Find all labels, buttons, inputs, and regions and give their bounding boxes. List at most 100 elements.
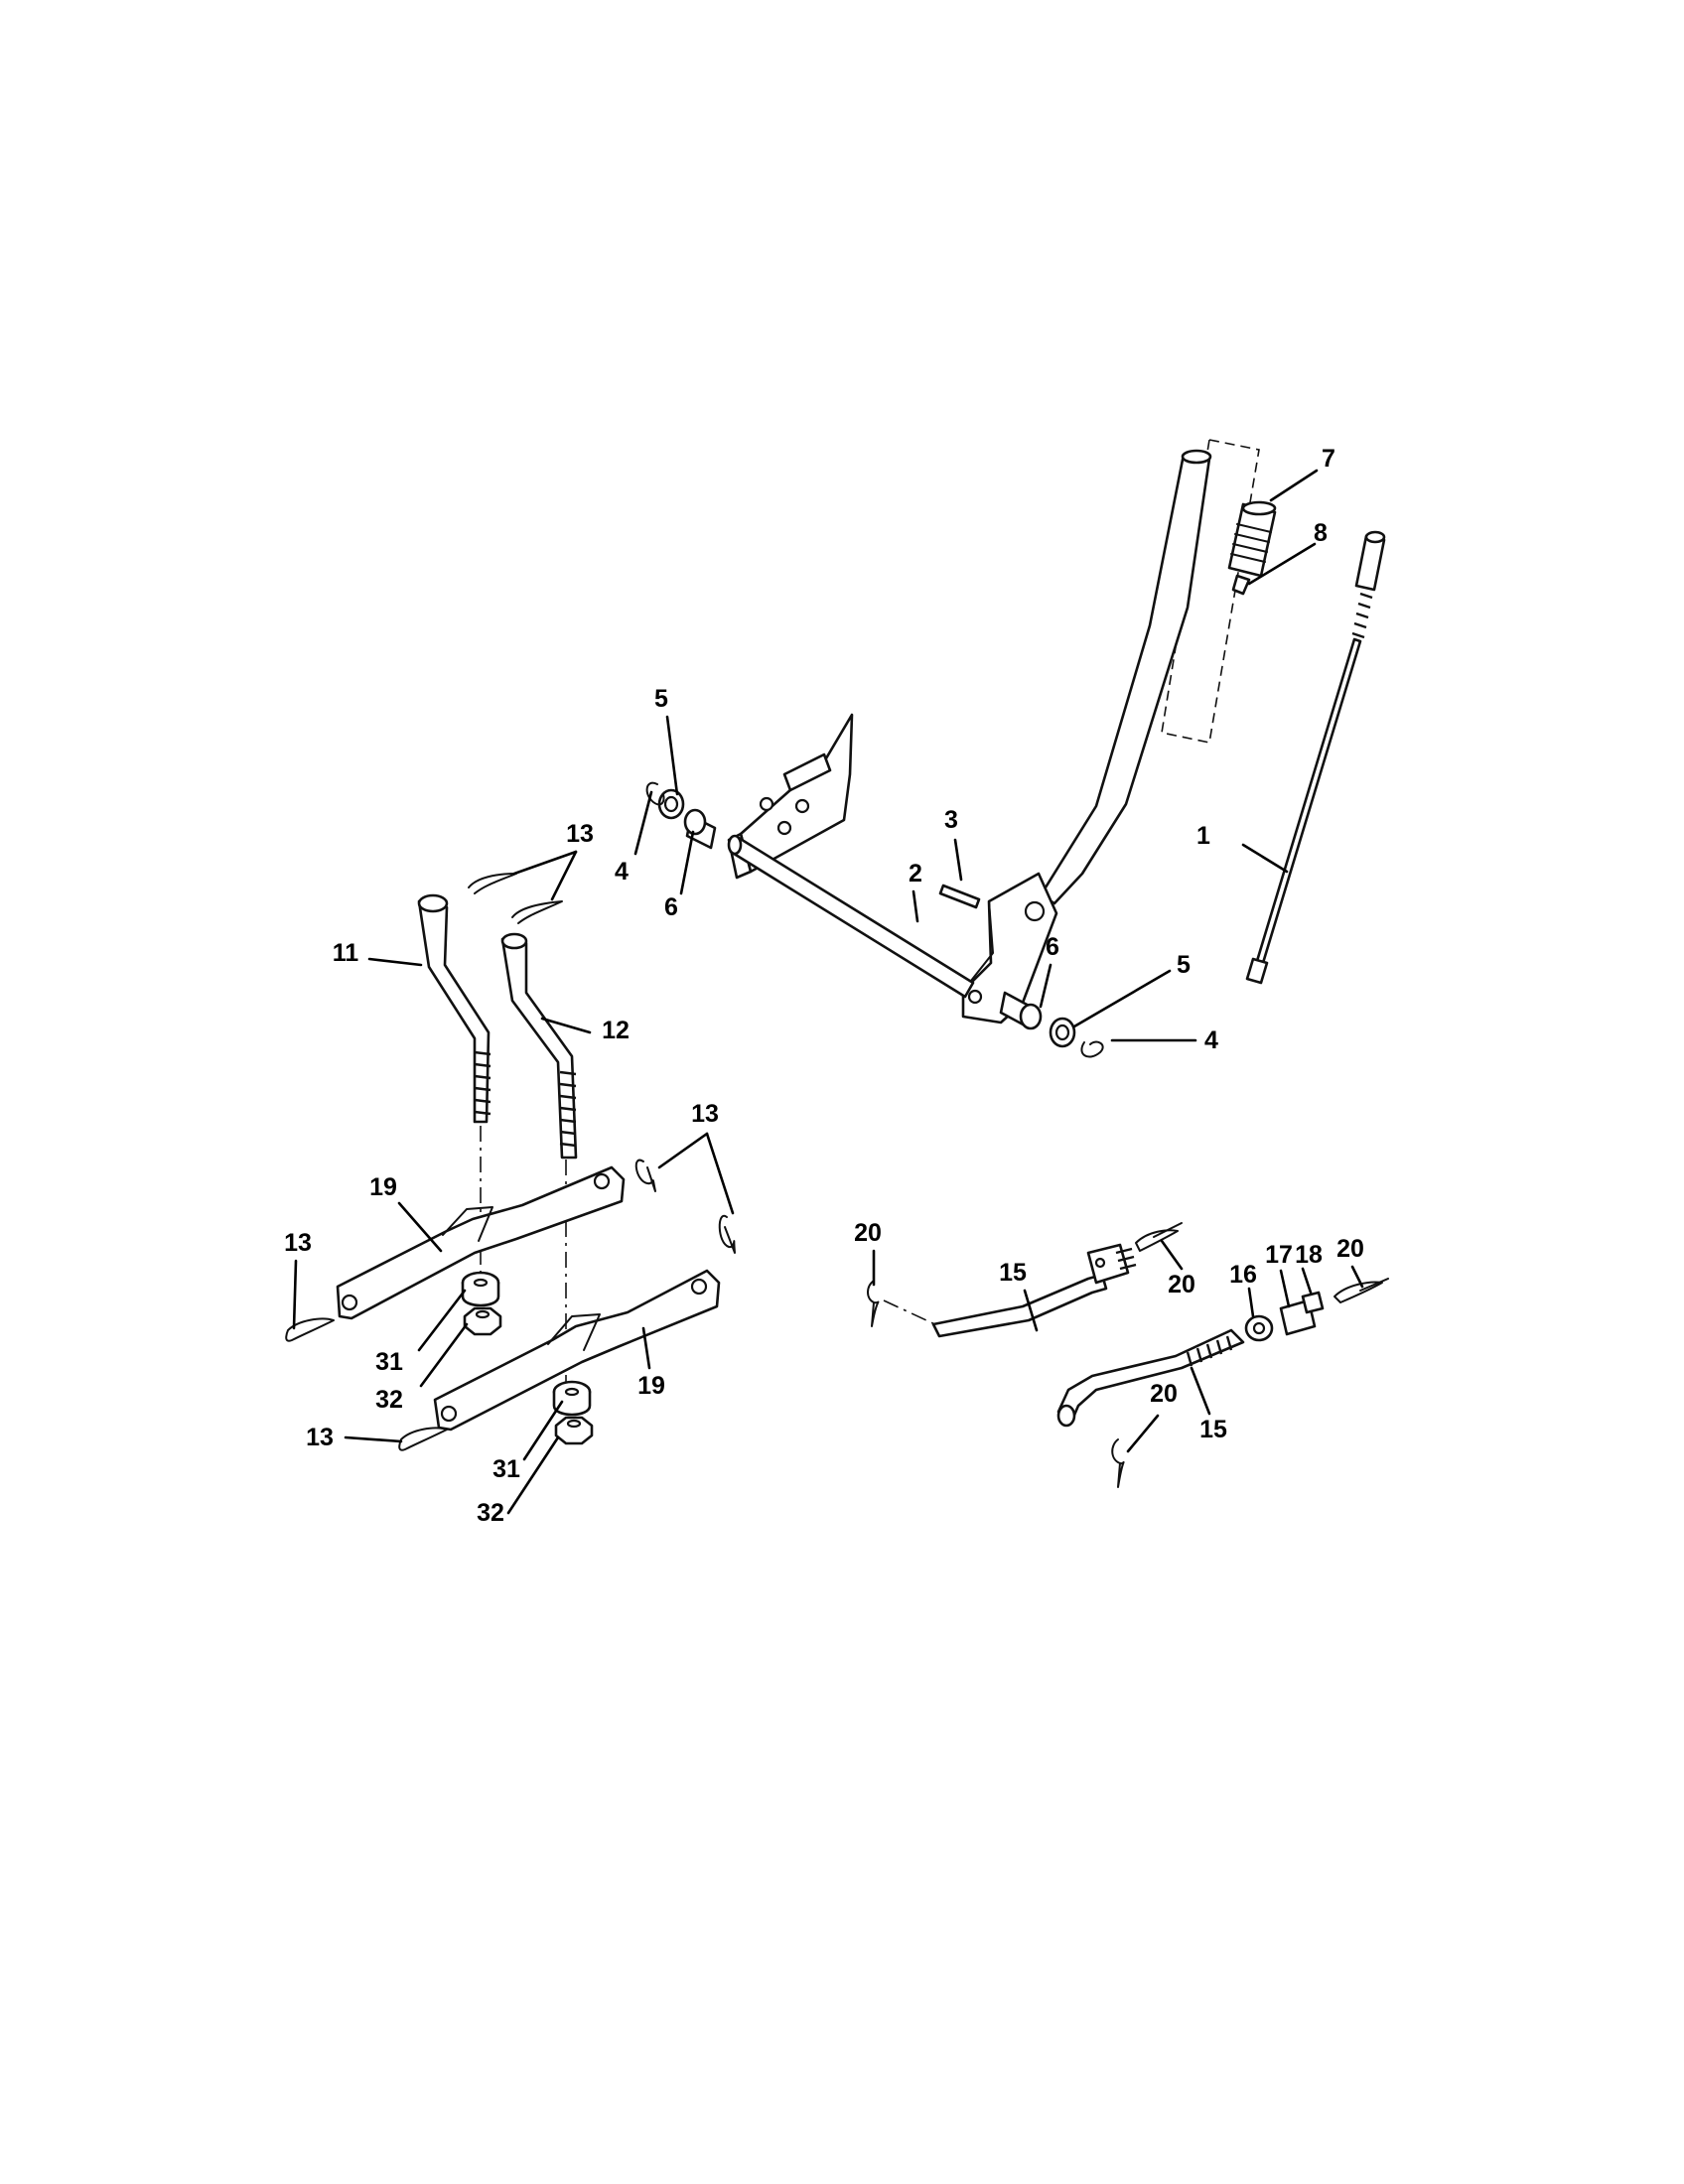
lift-arm-lower-hole-left: [440, 1405, 458, 1423]
callout-20-left: 20: [854, 1219, 882, 1247]
lever-bracket-edge: [962, 900, 994, 992]
handle-grip-ribs: [1230, 523, 1272, 563]
rod-ferrule-upper-hole: [1094, 1257, 1106, 1269]
nut-lower: [554, 1416, 594, 1445]
callout-6-left: 6: [664, 893, 678, 921]
lift-link-left-thread: [474, 1050, 491, 1116]
lift-shaft-end: [727, 834, 743, 856]
callout-8: 8: [1314, 519, 1328, 547]
clip-13-a: [468, 873, 517, 894]
handle-grip-top: [1241, 500, 1277, 516]
lift-link-left-top: [417, 893, 449, 913]
callout-17: 17: [1265, 1241, 1293, 1269]
lever-bracket-hole-2: [967, 989, 983, 1005]
bushing-right-flange: [1019, 1003, 1043, 1030]
mounting-plate-slot: [782, 752, 832, 792]
callout-2: 2: [909, 860, 922, 887]
lift-arm-upper-bend: [442, 1206, 493, 1242]
spacer-16-hole: [1252, 1321, 1266, 1335]
clip-right: [1080, 1040, 1104, 1058]
bushing-left-flange: [683, 808, 707, 836]
washer-left-hole: [663, 795, 679, 813]
callout-3: 3: [944, 806, 958, 834]
clip-left: [645, 781, 665, 806]
lift-rod-upper: [931, 1273, 1108, 1338]
roll-pin: [938, 884, 981, 909]
release-knob-top: [1364, 530, 1386, 544]
clip-13-b: [511, 900, 563, 924]
spacer-lower: [552, 1380, 592, 1417]
spacer-upper: [461, 1271, 500, 1307]
clip-13-f: [398, 1427, 448, 1451]
plate-hole-3: [794, 798, 810, 814]
plate-hole-1: [759, 796, 774, 812]
lift-lever-top-end: [1181, 449, 1212, 465]
callout-19-upper: 19: [369, 1173, 397, 1201]
callout-32-upper: 32: [375, 1386, 403, 1414]
lift-shaft: [729, 836, 975, 999]
ferrule-nut-18: [1301, 1291, 1325, 1314]
callout-15-upper: 15: [999, 1259, 1027, 1287]
lift-arm-upper: [336, 1165, 626, 1320]
lift-link-right: [500, 937, 578, 1160]
callout-20-right: 20: [1336, 1235, 1364, 1263]
release-spring: [1351, 592, 1373, 639]
grip-screw: [1231, 574, 1251, 596]
clip-20-right: [1333, 1281, 1383, 1303]
callout-7: 7: [1322, 445, 1335, 473]
rod-ferrule-upper-thread: [1115, 1247, 1137, 1271]
callout-13-top: 13: [566, 820, 594, 848]
clip-20-right-leg: [1359, 1278, 1389, 1292]
callout-12: 12: [602, 1017, 630, 1044]
clip-20-lower: [1111, 1438, 1125, 1488]
washer-right-hole: [1054, 1024, 1070, 1041]
callout-5-right: 5: [1177, 951, 1191, 979]
callout-4-left: 4: [615, 858, 629, 886]
lift-link-right-top: [500, 932, 528, 950]
release-rod: [1255, 637, 1362, 965]
callout-18: 18: [1295, 1241, 1323, 1269]
callout-16: 16: [1229, 1261, 1257, 1289]
callout-20-lower: 20: [1150, 1380, 1178, 1408]
lift-arm-lower-hole-right: [690, 1278, 708, 1296]
lift-link-left: [417, 899, 491, 1124]
lift-rod-lower-thread: [1186, 1335, 1233, 1367]
lift-rod-lower-end: [1056, 1404, 1076, 1428]
alignment-line-rod: [883, 1299, 940, 1327]
callout-13-left: 13: [284, 1229, 312, 1257]
callout-19-lower: 19: [637, 1372, 665, 1400]
callout-31-lower: 31: [492, 1455, 520, 1483]
lift-arm-upper-hole-right: [593, 1172, 611, 1190]
clip-20-upper-right-leg: [1153, 1222, 1183, 1238]
lift-rod-lower: [1056, 1328, 1245, 1422]
nut-upper: [463, 1306, 502, 1336]
lift-arm-upper-hole-left: [341, 1294, 358, 1311]
callout-20-upper-right: 20: [1168, 1271, 1195, 1298]
lift-arm-lower: [433, 1269, 721, 1432]
callout-1: 1: [1196, 822, 1210, 850]
release-knob: [1354, 534, 1386, 592]
callout-15-lower: 15: [1199, 1416, 1227, 1443]
leader-32-lower: [506, 1435, 560, 1515]
lift-arm-lower-bend: [547, 1313, 601, 1351]
clip-13-c: [634, 1159, 656, 1192]
plate-hole-2: [776, 820, 792, 836]
lift-link-right-thread: [559, 1070, 577, 1148]
callout-13-mid: 13: [691, 1100, 719, 1128]
clip-13-d: [718, 1214, 736, 1254]
callout-13-bottom: 13: [306, 1424, 334, 1451]
callout-6-right: 6: [1046, 933, 1059, 961]
leader-lines: [292, 469, 1364, 1461]
callout-4-right: 4: [1204, 1026, 1218, 1054]
clip-20-upper-right: [1135, 1229, 1179, 1252]
clip-13-e: [285, 1317, 335, 1342]
handle-grip: [1227, 502, 1277, 578]
rod-ferrule-upper: [1086, 1243, 1130, 1285]
callout-32-lower: 32: [477, 1499, 504, 1527]
callout-5-left: 5: [654, 685, 668, 713]
clip-20-left: [867, 1280, 880, 1327]
callout-11: 11: [333, 939, 359, 967]
lift-lever: [1039, 453, 1211, 905]
